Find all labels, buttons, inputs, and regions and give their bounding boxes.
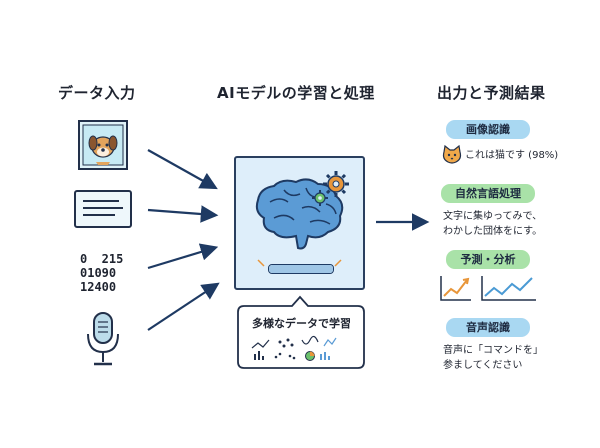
dog-photo-icon	[78, 120, 128, 170]
line-chart-icon	[481, 276, 536, 301]
nlp-pill: 自然言語処理	[441, 184, 535, 203]
image-recognition-pill: 画像認識	[446, 120, 530, 139]
gear-icon	[323, 171, 349, 197]
data-variety-icons	[251, 335, 337, 361]
speech-recognition-pill: 音声認識	[446, 318, 530, 337]
nlp-result-line-2: わかした団体をにす。	[443, 226, 543, 237]
nlp-result-line-1: 文字に集ゆってみで、	[443, 211, 543, 222]
cat-face-icon	[442, 144, 462, 164]
output-column-title: 出力と予測結果	[437, 84, 546, 102]
sparkle-left-icon	[257, 259, 265, 267]
training-progress-fill	[269, 265, 333, 273]
speech-result-line-1: 音声に「コマンドを」	[443, 345, 543, 356]
model-column-title: AIモデルの学習と処理	[217, 84, 375, 102]
prediction-pill: 予測・分析	[446, 250, 530, 269]
image-recognition-result: これは猫です (98%)	[465, 150, 559, 161]
numeric-data-line-3: 12400	[80, 280, 117, 294]
speech-result-line-2: 参ましてください	[443, 360, 523, 371]
input-column-title: データ入力	[58, 84, 136, 102]
sparkle-right-icon	[334, 259, 342, 267]
training-progress-bar	[268, 264, 334, 274]
training-label: 多様なデータで学習	[252, 317, 351, 330]
microphone-icon	[87, 312, 119, 366]
numeric-data-line-1: 0 215	[80, 252, 124, 266]
numeric-data-line-2: 01090	[80, 266, 117, 280]
trend-chart-icon	[440, 276, 471, 301]
small-gear-icon	[312, 190, 328, 206]
document-icon	[74, 190, 132, 228]
training-speech-bubble	[237, 295, 365, 369]
